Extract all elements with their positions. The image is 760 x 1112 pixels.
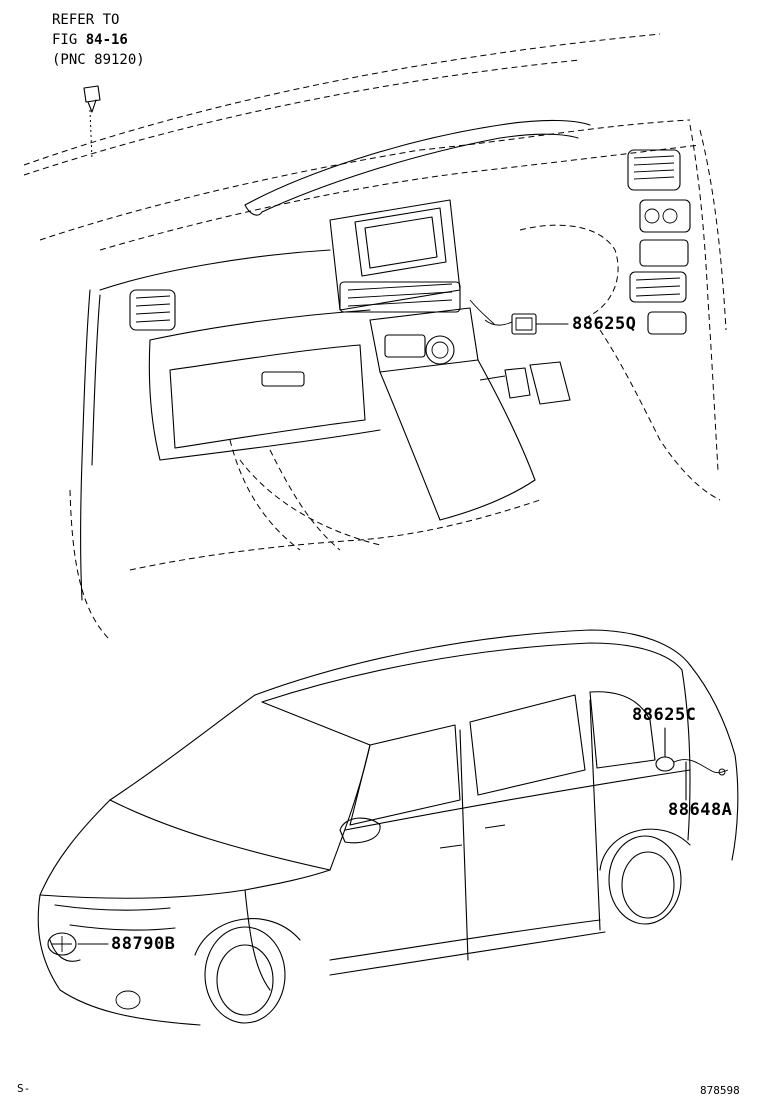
callout-88625c: 88625C bbox=[632, 705, 697, 725]
reference-line-3: (PNC 89120) bbox=[52, 52, 145, 68]
illustration-number: 878598 bbox=[700, 1084, 740, 1097]
reference-line-2: FIG 84-16 bbox=[52, 33, 128, 47]
dashboard-illustration bbox=[23, 33, 727, 641]
callout-88625q: 88625Q bbox=[572, 314, 637, 334]
roof-clip-part bbox=[83, 85, 101, 113]
callout-88648a: 88648A bbox=[668, 800, 733, 820]
vehicle-illustration bbox=[37, 629, 739, 1026]
callout-88790b: 88790B bbox=[111, 934, 176, 954]
footer-left-mark: S- bbox=[17, 1082, 31, 1095]
reference-fig-number: 84-16 bbox=[85, 32, 128, 48]
reference-line-1: REFER TO bbox=[52, 12, 120, 28]
reference-fig-prefix: FIG bbox=[52, 32, 86, 48]
